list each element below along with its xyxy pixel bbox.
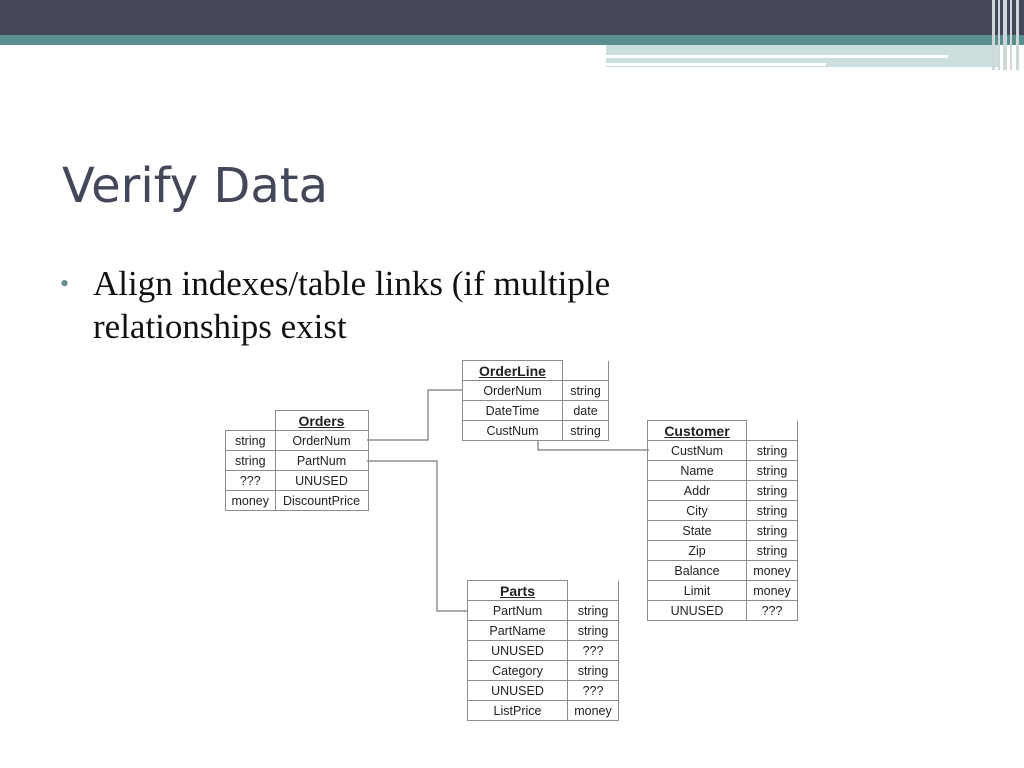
slide-title: Verify Data <box>62 158 329 214</box>
header-accent-line <box>606 63 826 66</box>
table-row: Name string <box>647 460 798 481</box>
field-type: ??? <box>746 600 798 621</box>
table-header: Orders <box>274 410 369 431</box>
table-row: DateTime date <box>462 400 609 421</box>
field-type: string <box>225 430 276 451</box>
field-type: string <box>562 420 609 441</box>
field-name: City <box>647 500 747 521</box>
table-row: Addr string <box>647 480 798 501</box>
table-orderline: OrderLine OrderNum string DateTime date … <box>462 360 609 441</box>
field-name: CustNum <box>647 440 747 461</box>
header-stripe <box>1010 0 1012 70</box>
field-type: string <box>746 440 798 461</box>
table-row: string OrderNum <box>225 430 369 451</box>
field-name: OrderNum <box>462 380 563 401</box>
field-name: CustNum <box>462 420 563 441</box>
field-name: ListPrice <box>467 700 568 721</box>
field-type: string <box>562 380 609 401</box>
table-header: Customer <box>647 420 747 441</box>
field-name: UNUSED <box>467 680 568 701</box>
field-type: string <box>746 460 798 481</box>
header-stripe <box>992 0 995 70</box>
bullet-list: • Align indexes/table links (if multiple… <box>60 262 780 348</box>
field-name: PartName <box>467 620 568 641</box>
field-name: DateTime <box>462 400 563 421</box>
table-parts: Parts PartNum string PartName string UNU… <box>467 580 619 721</box>
header-accent-bar <box>0 35 1024 45</box>
field-name: UNUSED <box>467 640 568 661</box>
field-type: string <box>567 620 619 641</box>
table-row: City string <box>647 500 798 521</box>
table-customer: Customer CustNum string Name string Addr… <box>647 420 798 621</box>
link-orders-orderline <box>367 389 462 441</box>
table-row: string PartNum <box>225 450 369 471</box>
header-band <box>0 0 1024 35</box>
table-row: UNUSED ??? <box>647 600 798 621</box>
table-row: PartNum string <box>467 600 619 621</box>
table-row: UNUSED ??? <box>467 640 619 661</box>
field-name: Addr <box>647 480 747 501</box>
field-name: Balance <box>647 560 747 581</box>
field-type: ??? <box>567 680 619 701</box>
field-type: money <box>225 490 276 511</box>
table-row: Zip string <box>647 540 798 561</box>
field-type: date <box>562 400 609 421</box>
bullet-item: • Align indexes/table links (if multiple… <box>60 262 780 348</box>
table-row: OrderNum string <box>462 380 609 401</box>
field-type: money <box>746 560 798 581</box>
table-row: ??? UNUSED <box>225 470 369 491</box>
table-row: CustNum string <box>462 420 609 441</box>
field-name: OrderNum <box>274 430 369 451</box>
header-accent-line <box>606 55 948 58</box>
field-type: money <box>567 700 619 721</box>
field-name: PartNum <box>274 450 369 471</box>
table-orders: Orders string OrderNum string PartNum ??… <box>225 410 369 511</box>
field-name: UNUSED <box>647 600 747 621</box>
field-name: PartNum <box>467 600 568 621</box>
field-name: Zip <box>647 540 747 561</box>
field-type: string <box>746 500 798 521</box>
field-name: Name <box>647 460 747 481</box>
table-row: PartName string <box>467 620 619 641</box>
field-type: string <box>746 480 798 501</box>
table-row: UNUSED ??? <box>467 680 619 701</box>
field-name: Category <box>467 660 568 681</box>
field-type: ??? <box>567 640 619 661</box>
table-row: State string <box>647 520 798 541</box>
field-type: string <box>567 600 619 621</box>
table-row: ListPrice money <box>467 700 619 721</box>
link-orders-parts <box>367 460 468 612</box>
field-type: string <box>567 660 619 681</box>
field-type: string <box>746 540 798 561</box>
field-type: string <box>746 520 798 541</box>
link-orderline-customer <box>537 440 649 451</box>
field-name: DiscountPrice <box>274 490 369 511</box>
table-header: OrderLine <box>462 360 563 381</box>
header-stripes <box>990 0 1024 70</box>
header-stripe <box>1003 0 1007 70</box>
field-type: string <box>225 450 276 471</box>
header-stripe <box>998 0 1000 70</box>
table-row: Category string <box>467 660 619 681</box>
table-row: money DiscountPrice <box>225 490 369 511</box>
table-header: Parts <box>467 580 568 601</box>
bullet-dot-icon: • <box>60 269 70 298</box>
field-name: UNUSED <box>274 470 369 491</box>
table-row: CustNum string <box>647 440 798 461</box>
table-row: Balance money <box>647 560 798 581</box>
field-type: money <box>746 580 798 601</box>
bullet-text: Align indexes/table links (if multiple r… <box>93 264 611 346</box>
field-name: Limit <box>647 580 747 601</box>
field-type: ??? <box>225 470 276 491</box>
field-name: State <box>647 520 747 541</box>
table-row: Limit money <box>647 580 798 601</box>
header-stripe <box>1016 0 1019 70</box>
